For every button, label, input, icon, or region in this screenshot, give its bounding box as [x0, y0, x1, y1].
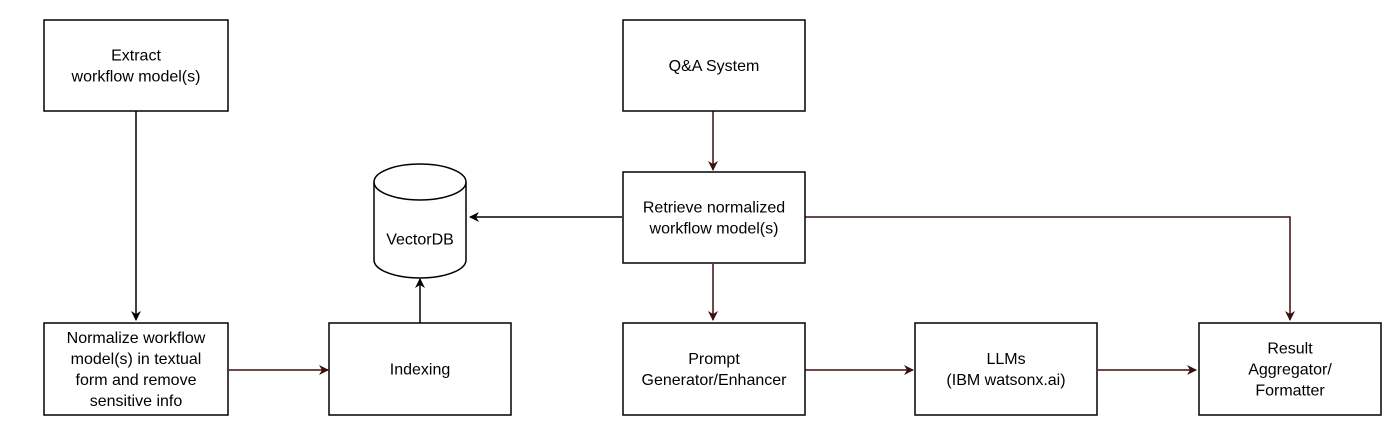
node-retrieve: Retrieve normalized workflow model(s) — [622, 171, 806, 264]
vectordb-label-line: VectorDB — [386, 232, 454, 249]
normalize-label-line: form and remove — [76, 372, 197, 389]
llms-label-line: (IBM watsonx.ai) — [946, 372, 1065, 389]
node-indexing: Indexing — [328, 322, 512, 416]
retrieve-box — [622, 171, 806, 264]
node-normalize: Normalize workflow model(s) in textual for… — [43, 322, 229, 416]
connectors — [131, 111, 1295, 375]
vectordb-cylinder-top — [373, 163, 467, 201]
normalize-label-line: sensitive info — [90, 393, 183, 410]
vectordb-cylinder-body — [373, 182, 467, 279]
qa-label-line: Q&A System — [669, 58, 760, 75]
retrieve-label-line: Retrieve normalized — [643, 200, 785, 217]
result-box — [1198, 322, 1382, 416]
prompt-box — [622, 322, 806, 416]
extract-label-line: workflow model(s) — [71, 69, 201, 86]
node-extract: Extract workflow model(s) — [43, 19, 229, 112]
indexing-label-line: Indexing — [390, 362, 451, 379]
qa-box — [622, 19, 806, 112]
normalize-label: Normalize workflow model(s) in textual for… — [67, 330, 206, 410]
normalize-label-line: model(s) in textual — [71, 351, 202, 368]
node-qa: Q&A System — [622, 19, 806, 112]
extract-box — [43, 19, 229, 112]
indexing-box — [328, 322, 512, 416]
indexing-label: Indexing — [390, 362, 451, 379]
prompt-label-line: Generator/Enhancer — [642, 372, 788, 389]
normalize-label-line: Normalize workflow — [67, 330, 206, 347]
node-llms: LLMs (IBM watsonx.ai) — [914, 322, 1098, 416]
llms-box — [914, 322, 1098, 416]
qa-label: Q&A System — [669, 58, 760, 75]
prompt-label-line: Prompt — [688, 351, 740, 368]
result-label-line: Result — [1267, 341, 1313, 358]
normalize-box — [43, 322, 229, 416]
result-label-line: Formatter — [1255, 383, 1325, 400]
arrow-retrieve-to-result — [805, 216, 1295, 321]
result-label-line: Aggregator/ — [1248, 362, 1332, 379]
retrieve-label: Retrieve normalized workflow model(s) — [643, 200, 785, 238]
llms-label: LLMs (IBM watsonx.ai) — [946, 351, 1065, 389]
node-vectordb: VectorDB — [373, 163, 467, 279]
retrieve-label-line: workflow model(s) — [649, 221, 779, 238]
vectordb-label: VectorDB — [386, 232, 454, 249]
extract-label-line: Extract — [111, 48, 161, 65]
llms-label-line: LLMs — [986, 351, 1025, 368]
extract-label: Extract workflow model(s) — [71, 48, 201, 86]
